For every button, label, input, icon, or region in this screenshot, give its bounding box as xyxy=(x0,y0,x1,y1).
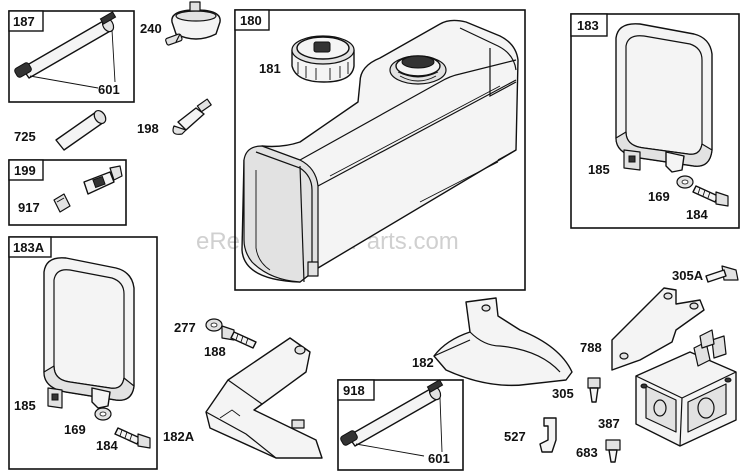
box-199-label: 199 xyxy=(14,163,36,178)
fuel-tank xyxy=(241,19,519,283)
screw-683 xyxy=(605,439,621,463)
bracket-182A xyxy=(205,337,323,459)
washer-169b xyxy=(94,407,112,421)
heat-shield-182 xyxy=(433,297,573,387)
box-187: 187 601 xyxy=(8,10,135,103)
label-601a: 601 xyxy=(98,82,120,97)
box-183A-label: 183A xyxy=(13,240,45,255)
clip-917 xyxy=(53,193,71,213)
box-180-tag xyxy=(234,9,270,31)
box-183A: 183A 185 169 184 xyxy=(8,236,158,470)
label-601b: 601 xyxy=(428,451,450,466)
box-918-tag xyxy=(337,379,375,401)
fuel-line-918 xyxy=(340,379,444,447)
box-187-label: 187 xyxy=(13,14,35,29)
box-199-frame xyxy=(8,159,127,226)
bolt-188 xyxy=(221,325,257,349)
box-183-label: 183 xyxy=(577,18,599,33)
box-183A-tag xyxy=(8,236,52,258)
label-182A: 182A xyxy=(163,429,195,444)
label-169a: 169 xyxy=(648,189,670,204)
box-183: 183 185 169 184 xyxy=(570,13,740,229)
label-788: 788 xyxy=(580,340,602,355)
label-917: 917 xyxy=(18,200,40,215)
washer-169a xyxy=(676,175,694,189)
box-187-frame xyxy=(8,10,135,103)
box-199-tag xyxy=(8,159,44,181)
label-683: 683 xyxy=(576,445,598,460)
label-240: 240 xyxy=(140,21,162,36)
fuel-line-187 xyxy=(14,11,117,79)
label-277: 277 xyxy=(174,320,196,335)
fuel-filter-240 xyxy=(165,1,221,46)
box-183-tag xyxy=(570,13,608,37)
clip-185a xyxy=(623,149,641,171)
label-181: 181 xyxy=(259,61,281,76)
label-305: 305 xyxy=(552,386,574,401)
label-184a: 184 xyxy=(686,207,708,222)
label-188: 188 xyxy=(204,344,226,359)
box-199: 199 917 xyxy=(8,159,127,226)
box-918: 918 601 xyxy=(337,379,464,471)
label-185b: 185 xyxy=(14,398,36,413)
box-180-frame xyxy=(234,9,526,291)
label-169b: 169 xyxy=(64,422,86,437)
fuel-cap-181 xyxy=(291,35,355,83)
label-527: 527 xyxy=(504,429,526,444)
box-183-frame xyxy=(570,13,740,229)
shutoff-valve-198 xyxy=(172,98,212,135)
box-183A-frame xyxy=(8,236,158,470)
label-305A: 305A xyxy=(672,268,704,283)
fuel-pump-387 xyxy=(635,329,737,447)
label-387: 387 xyxy=(598,416,620,431)
guard-183 xyxy=(615,23,713,173)
clip-527 xyxy=(539,417,557,453)
box-187-tag xyxy=(8,10,44,32)
box-180: 180 xyxy=(234,9,526,291)
box-180-label: 180 xyxy=(240,13,262,28)
bolt-305A xyxy=(705,265,739,283)
bracket-788 xyxy=(611,287,705,371)
hose-725 xyxy=(55,109,107,151)
label-198: 198 xyxy=(137,121,159,136)
bolt-184a xyxy=(692,185,729,207)
leader-601b xyxy=(355,397,443,457)
label-184b: 184 xyxy=(96,438,118,453)
screw-305 xyxy=(587,377,601,403)
washer-277 xyxy=(205,318,223,332)
label-725: 725 xyxy=(14,129,36,144)
guard-183A xyxy=(43,257,135,409)
label-185a: 185 xyxy=(588,162,610,177)
clip-185b xyxy=(47,387,63,409)
box-918-frame xyxy=(337,379,464,471)
box-918-label: 918 xyxy=(343,383,365,398)
label-182: 182 xyxy=(412,355,434,370)
connector-199 xyxy=(83,165,123,195)
bolt-184b xyxy=(114,427,151,449)
fuel-pump-icon xyxy=(313,41,331,53)
leader-601a xyxy=(29,29,116,89)
